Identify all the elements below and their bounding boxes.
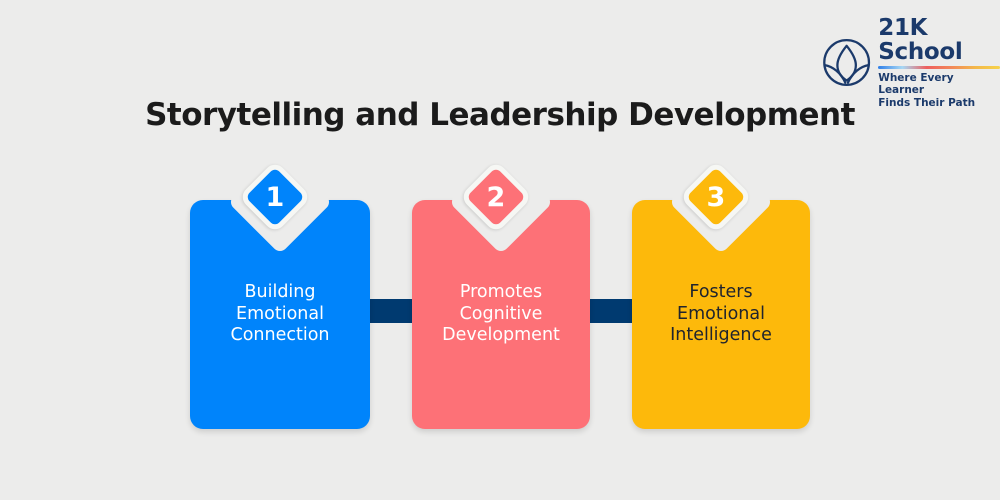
- step-number: 3: [706, 181, 726, 213]
- step-number: 1: [265, 181, 285, 213]
- brand-tagline-line2: Finds Their Path: [878, 96, 976, 109]
- lotus-circle-icon: [823, 39, 871, 87]
- connector-bar-1: [368, 299, 414, 323]
- step-card-3: 3 Fosters Emotional Intelligence: [632, 149, 810, 429]
- brand-gradient-line: [878, 66, 1000, 69]
- step-label-1: Building Emotional Connection: [230, 281, 330, 346]
- step-card-2: 2 Promotes Cognitive Development: [412, 149, 590, 429]
- step-label-3: Fosters Emotional Intelligence: [670, 281, 772, 346]
- step-number: 2: [486, 181, 506, 213]
- brand-name: 21K School: [878, 15, 963, 66]
- page-title: Storytelling and Leadership Development: [145, 97, 855, 133]
- step-card-1: 1 Building Emotional Connection: [190, 149, 370, 429]
- brand-tagline-line1: Where Every Learner: [878, 71, 954, 97]
- step-label-2: Promotes Cognitive Development: [442, 281, 560, 346]
- brand-logo: 21K School Where Every Learner Finds The…: [822, 16, 1000, 110]
- connector-bar-2: [588, 299, 634, 323]
